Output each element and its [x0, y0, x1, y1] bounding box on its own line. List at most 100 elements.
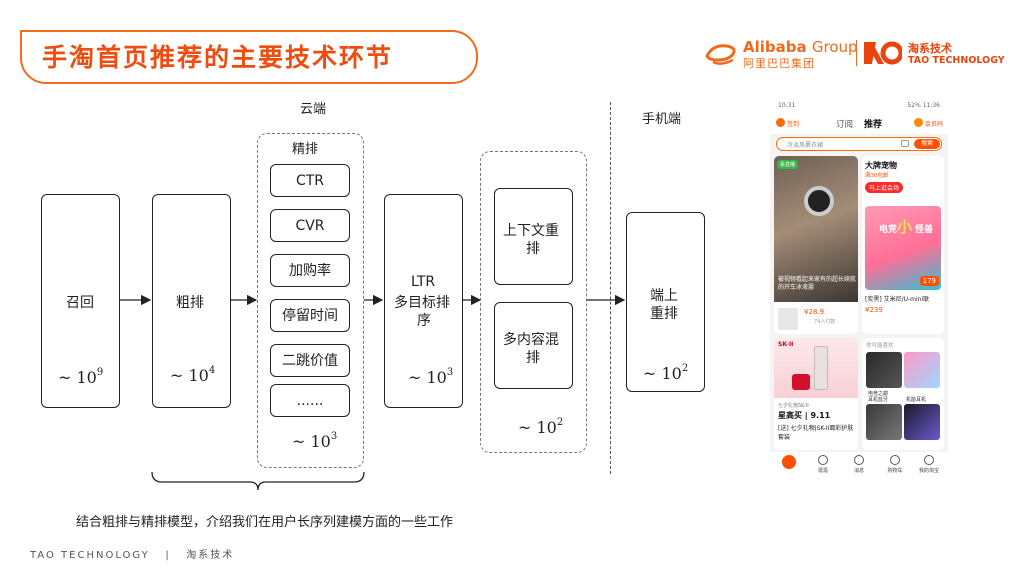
footer-sep: |: [165, 550, 171, 561]
alibaba-cn-wordmark: 阿里巴巴集团: [743, 57, 815, 70]
card2-price: ¥239: [865, 306, 883, 314]
card1-sold: 74人付款: [814, 319, 836, 325]
recall-label: 召回: [66, 295, 94, 311]
fine-item-dwell-time: 停留时间: [270, 299, 350, 332]
member-code-label[interactable]: 会员码: [925, 121, 944, 128]
home-icon: [782, 455, 796, 469]
game-label-1: 电竞之巅: [868, 391, 889, 397]
phone-status-bar: 10:31 52% 11:36: [770, 100, 948, 112]
fine-item-more: ......: [270, 384, 350, 417]
feed-card-2[interactable]: 大牌宠物 满30包邮 马上逛会场 电竞 小 怪兽 179 [炭黑] 艾米尼/U-…: [862, 156, 944, 334]
card1-thumb: [778, 308, 798, 330]
context-rerank-box: [494, 188, 573, 285]
alibaba-wordmark: Alibaba: [743, 38, 807, 56]
nav-browse-label: 逛逛: [817, 468, 828, 474]
search-placeholder: 冷淡风裹衣裙: [787, 142, 824, 149]
phone-bottom-nav: 逛逛 消息 购物车 我的淘宝: [770, 452, 948, 476]
member-code-icon[interactable]: [914, 118, 923, 127]
device-scale: ~ 102: [643, 362, 689, 383]
game-thumb-1: [866, 352, 902, 388]
card1-caption: 被视频看起来家有的超长续航的开车冰液震: [778, 276, 857, 291]
nav-cart[interactable]: 购物车: [882, 455, 908, 474]
fine-rank-label: 精排: [292, 142, 319, 157]
nav-cart-label: 购物车: [887, 468, 903, 474]
card2-brand-1: 电竞: [879, 225, 898, 235]
coarse-rank-box: [152, 194, 231, 408]
context-rerank-label-2: 排: [526, 241, 540, 257]
jar-graphic: [792, 374, 810, 390]
card1-price: ¥28.9: [804, 308, 825, 316]
nav-browse[interactable]: 逛逛: [810, 455, 836, 474]
card2-headline: 大牌宠物: [865, 161, 897, 170]
nav-messages[interactable]: 消息: [846, 455, 872, 474]
card3-image: SK-II: [774, 338, 858, 398]
fine-item-second-hop-value: 二跳价值: [270, 344, 350, 377]
footer-en: TAO TECHNOLOGY: [30, 550, 150, 561]
page-title: 手淘首页推荐的主要技术环节: [42, 43, 394, 72]
fine-rank-group: [257, 133, 364, 468]
tab-subscribe[interactable]: 订阅: [836, 120, 854, 130]
tao-en-wordmark: TAO TECHNOLOGY: [908, 55, 1005, 66]
nav-my-taobao[interactable]: 我的淘宝: [916, 455, 942, 474]
logo-divider: [856, 40, 857, 66]
footer: TAO TECHNOLOGY | 淘系技术: [30, 546, 234, 561]
mixed-rerank-label-1: 多内容混: [503, 332, 559, 348]
profile-icon: [924, 455, 934, 465]
phone-search-input[interactable]: 冷淡风裹衣裙 搜索: [776, 137, 942, 151]
card3-logo: SK-II: [778, 341, 794, 348]
group-wordmark: Group: [811, 38, 858, 56]
card2-brand-2: 小: [897, 218, 913, 236]
game-thumb-4: [904, 404, 940, 440]
fine-item-add-cart-rate: 加购率: [270, 254, 350, 287]
bottle-graphic: [814, 346, 828, 390]
context-rerank-label-1: 上下文重: [503, 223, 559, 239]
card2-title: [炭黑] 艾米尼/U-mini联: [865, 296, 930, 303]
live-badge: 看直播: [777, 160, 799, 169]
tao-technology-logo-icon: [864, 41, 902, 65]
scope-bracket: [151, 471, 365, 491]
card4-header: 你可能喜欢: [866, 343, 894, 349]
device-rerank-box: [626, 212, 705, 392]
diagram-caption: 结合粗排与精排模型，介绍我们在用户长序列建模方面的一些工作: [76, 515, 454, 530]
mobile-label: 手机端: [642, 112, 682, 127]
tab-recommend[interactable]: 推荐: [864, 120, 883, 130]
fine-item-cvr: CVR: [270, 209, 350, 242]
coarse-rank-label: 粗排: [176, 295, 204, 311]
rerank-group: [480, 151, 587, 453]
checkin-icon[interactable]: [776, 118, 785, 127]
product-image: 看直播 被视频看起来家有的超长续航的开车冰液震: [774, 156, 858, 302]
search-button[interactable]: 搜索: [914, 139, 940, 149]
nav-messages-label: 消息: [853, 468, 864, 474]
card2-price-tag: 179: [919, 276, 939, 286]
phone-screenshot: 10:31 52% 11:36 签到 订阅 推荐 会员码 冷淡风裹衣裙 搜索 看…: [770, 100, 948, 476]
feed-card-3[interactable]: SK-II 七夕礼物SK-II 星高买 | 9.11 [送] 七夕礼物|SK-I…: [774, 338, 858, 450]
coarse-scale: ~ 104: [170, 364, 216, 385]
card2-venue-button[interactable]: 马上逛会场: [865, 182, 904, 193]
alibaba-group-logo: Alibaba Group 阿里巴巴集团: [703, 38, 858, 70]
checkin-label[interactable]: 签到: [787, 121, 800, 128]
card3-title: [送] 七夕礼物|SK-II面彩护肤套装: [778, 425, 854, 441]
status-left: 10:31: [778, 102, 796, 109]
fine-scale: ~ 103: [292, 430, 338, 451]
game-thumb-2: [904, 352, 940, 388]
fine-item-ctr: CTR: [270, 164, 350, 197]
camera-icon[interactable]: [901, 140, 909, 147]
rerank-scale: ~ 102: [518, 416, 564, 437]
feed-card-4[interactable]: 你可能喜欢 电竞之巅 耳机蓝牙 机能耳机: [862, 338, 944, 450]
nav-home[interactable]: [776, 455, 802, 469]
message-icon: [854, 455, 864, 465]
cloud-label: 云端: [300, 102, 327, 117]
card2-image: 电竞 小 怪兽 179: [865, 206, 941, 290]
mixed-content-rerank-box: [494, 302, 573, 389]
ltr-label-1: LTR: [411, 274, 436, 290]
ltr-label-3: 序: [417, 313, 431, 329]
ltr-box: [384, 194, 463, 408]
title-banner: [20, 30, 478, 84]
card3-banner: 七夕礼物SK-II: [778, 403, 809, 409]
tao-cn-wordmark: 淘系技术: [908, 42, 952, 55]
device-rerank-label-2: 重排: [650, 306, 678, 322]
nav-my-taobao-label: 我的淘宝: [918, 468, 939, 474]
feed-card-1[interactable]: 看直播 被视频看起来家有的超长续航的开车冰液震 ¥28.9 74人付款: [774, 156, 858, 334]
cloud-device-divider: [610, 102, 611, 474]
